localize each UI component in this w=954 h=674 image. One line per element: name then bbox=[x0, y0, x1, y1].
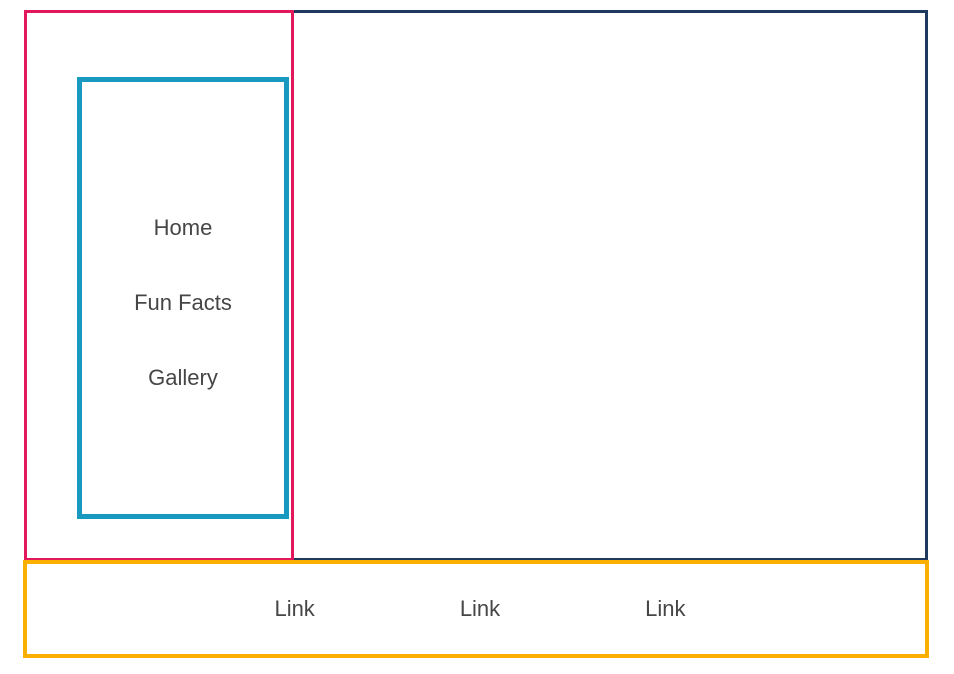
footer-region: Link Link Link bbox=[23, 560, 929, 658]
main-region bbox=[294, 10, 928, 561]
footer-link-1[interactable]: Link bbox=[274, 596, 315, 621]
footer-link-3[interactable]: Link bbox=[645, 596, 686, 621]
footer-link-2[interactable]: Link bbox=[459, 596, 501, 621]
footer-links: Link Link Link bbox=[27, 564, 925, 654]
nav-region: Home Fun Facts Gallery bbox=[24, 10, 294, 561]
nav-item-gallery[interactable]: Gallery bbox=[148, 365, 218, 390]
nav-item-home[interactable]: Home bbox=[153, 215, 213, 240]
nav-list: Home Fun Facts Gallery bbox=[77, 77, 289, 519]
nav-item-fun-facts[interactable]: Fun Facts bbox=[134, 290, 232, 315]
